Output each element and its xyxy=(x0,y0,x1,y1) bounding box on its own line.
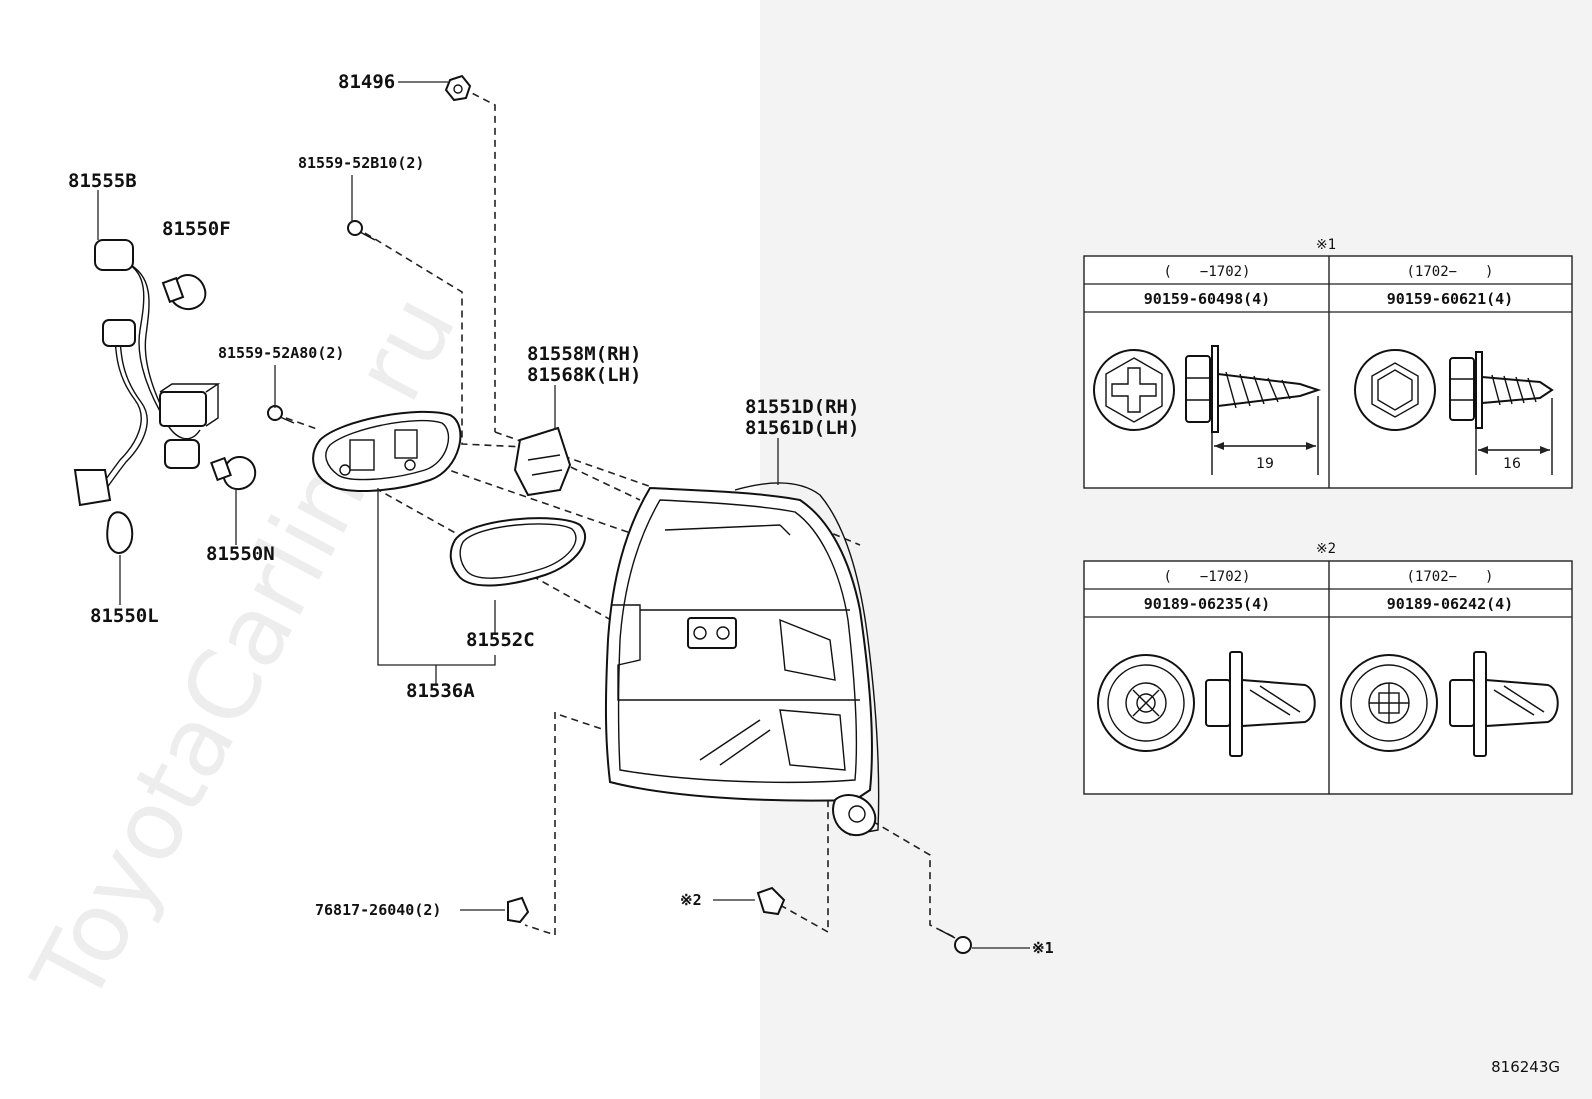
fastener-table-ref-1: ※1 ( −1702) (1702− ) 90159-60498(4) 9015… xyxy=(1083,237,1573,489)
table2-col1-part: 90189-06235(4) xyxy=(1144,595,1270,613)
table2-col1-range: ( −1702) xyxy=(1163,569,1250,585)
table1-col2-part: 90159-60621(4) xyxy=(1387,290,1513,308)
clip-81496 xyxy=(444,74,472,102)
bulb-81550n xyxy=(210,456,257,490)
label-ref-2: ※2 xyxy=(680,891,702,909)
socket-wire-harness-81555b xyxy=(73,239,221,507)
label-81559-52b10: 81559-52B10(2) xyxy=(298,154,424,172)
screw-ref-1 xyxy=(939,929,972,954)
table1-mark: ※1 xyxy=(1316,237,1336,253)
rear-combination-lamp-81551d xyxy=(604,482,880,837)
leader-lines xyxy=(97,81,1030,949)
drawing-code: 816243G xyxy=(1491,1058,1560,1076)
tapping-screw-phillips-icon: 19 xyxy=(1093,345,1322,475)
push-clip-x-icon xyxy=(1097,651,1316,757)
table1-col2-dim: 16 xyxy=(1503,456,1521,472)
label-81496: 81496 xyxy=(338,71,395,93)
label-ref-1: ※1 xyxy=(1032,939,1054,957)
bulb-81550f xyxy=(161,274,207,310)
part-labels: 81496 81559-52B10(2) 81555B 81550F 81559… xyxy=(68,71,1054,957)
tapping-screw-hex-icon: 16 xyxy=(1354,349,1554,475)
label-81558m-rh: 81558M(RH) xyxy=(527,343,641,365)
assembly-dashed-lines xyxy=(285,87,961,941)
label-76817-26040: 76817-26040(2) xyxy=(315,901,441,919)
table2-mark: ※2 xyxy=(1316,541,1336,557)
label-81555b: 81555B xyxy=(68,170,137,192)
table2-col2-part: 90189-06242(4) xyxy=(1387,595,1513,613)
label-81561d-lh: 81561D(LH) xyxy=(745,417,859,439)
label-81550f: 81550F xyxy=(162,218,231,240)
bracket-81558m xyxy=(513,426,572,497)
gasket-81552c xyxy=(449,517,586,587)
lamp-socket-plate-81536a xyxy=(312,410,462,492)
label-81559-52a80: 81559-52A80(2) xyxy=(218,344,344,362)
right-panel-background xyxy=(760,0,1592,1099)
label-81568k-lh: 81568K(LH) xyxy=(527,364,641,386)
table1-col2-range: (1702− ) xyxy=(1406,264,1493,280)
screw-81559-52b10 xyxy=(347,220,376,241)
table1-col1-part: 90159-60498(4) xyxy=(1144,290,1270,308)
fastener-table-ref-2: ※2 ( −1702) (1702− ) 90189-06235(4) 9018… xyxy=(1083,541,1573,795)
clip-ref-2 xyxy=(756,886,786,916)
table1-col1-dim: 19 xyxy=(1256,456,1274,472)
screw-81559-52a80 xyxy=(267,405,295,424)
label-81550n: 81550N xyxy=(206,543,275,565)
clip-76817-26040 xyxy=(507,896,530,924)
label-81551d-rh: 81551D(RH) xyxy=(745,396,859,418)
bulb-81550l xyxy=(106,511,134,554)
label-81552c: 81552C xyxy=(466,629,535,651)
table2-col2-range: (1702− ) xyxy=(1406,569,1493,585)
push-clip-square-icon xyxy=(1340,651,1559,757)
table1-col1-range: ( −1702) xyxy=(1163,264,1250,280)
label-81550l: 81550L xyxy=(90,605,159,627)
label-81536a: 81536A xyxy=(406,680,475,702)
